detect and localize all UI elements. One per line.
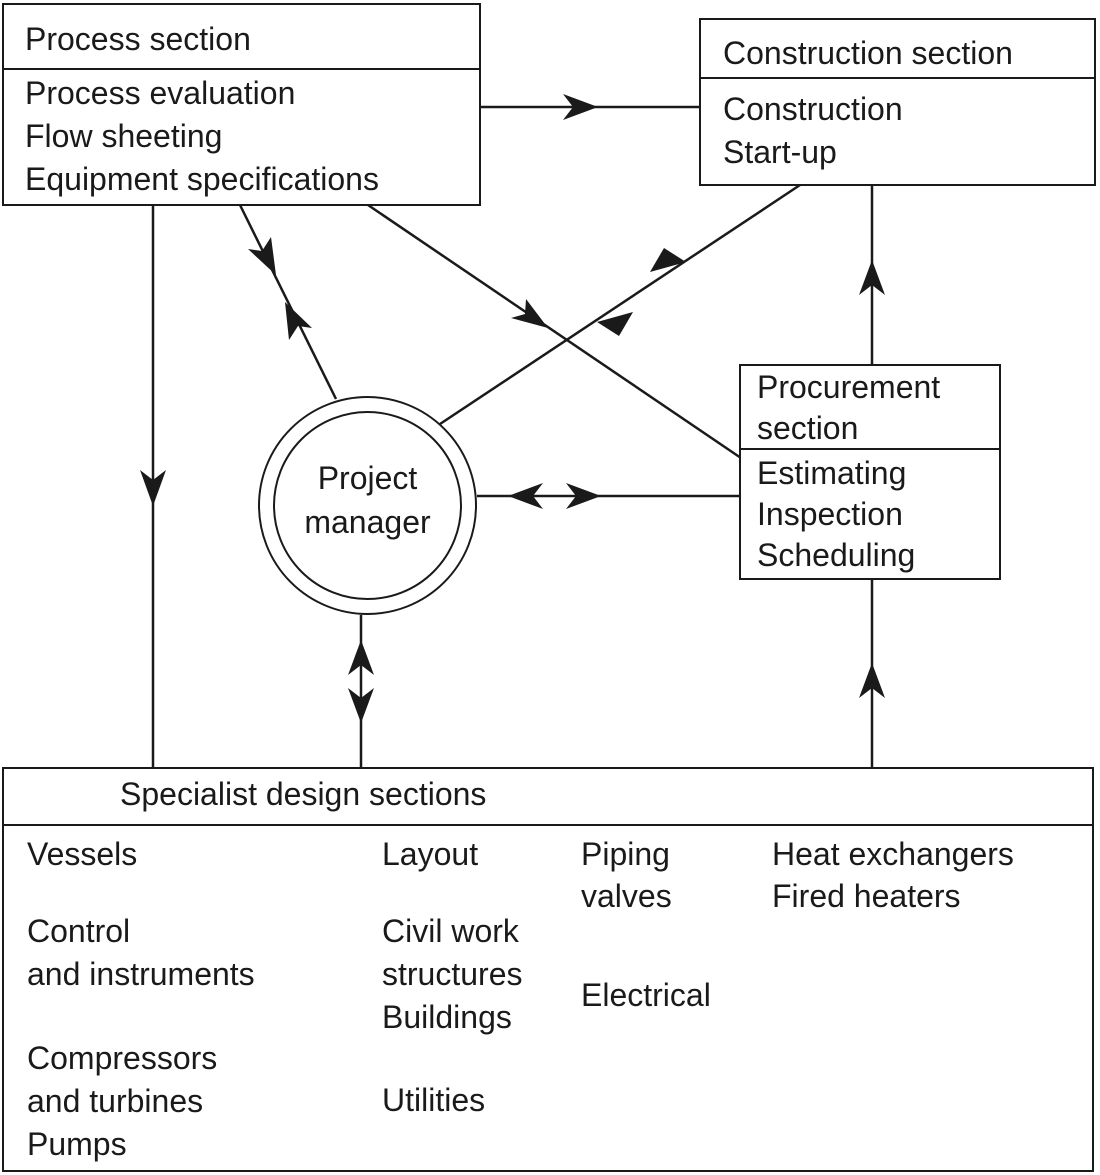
specialist-item: Civil work: [382, 913, 519, 949]
specialist-item: and turbines: [27, 1083, 204, 1119]
specialist-item: and instruments: [27, 956, 255, 992]
arrowhead-left-icon: [508, 483, 543, 509]
construction-section-header: Construction section: [701, 20, 1094, 79]
specialist-item: Piping: [581, 836, 670, 872]
arrowhead-down-left-icon: [597, 312, 633, 336]
arrowhead-up-icon: [348, 640, 374, 675]
procurement-section-title: Procurement: [757, 369, 941, 405]
specialist-item: valves: [581, 878, 672, 914]
specialist-design-title: Specialist design sections: [120, 776, 487, 812]
construction-item: Start-up: [723, 134, 837, 170]
arrowhead-up-left-icon: [285, 302, 312, 340]
specialist-item: Buildings: [382, 999, 512, 1035]
arrowhead-up-icon: [859, 260, 885, 295]
link-process-to-manager: [238, 204, 338, 400]
specialist-item: Layout: [382, 836, 479, 872]
specialist-item: Pumps: [27, 1126, 127, 1162]
arrowhead-right-icon: [566, 483, 601, 509]
construction-item: Construction: [723, 91, 903, 127]
arrowhead-up-icon: [859, 663, 885, 698]
arrowhead-down-icon: [348, 688, 374, 723]
specialist-item: Control: [27, 913, 131, 949]
construction-section-box: Construction section Construction Start-…: [699, 18, 1096, 186]
arrowhead-up-right-icon: [650, 248, 686, 272]
specialist-item: Vessels: [27, 836, 138, 872]
specialist-design-header: Specialist design sections: [4, 769, 1092, 826]
project-manager-inner-circle: Project manager: [273, 411, 462, 600]
specialist-item: Fired heaters: [772, 878, 961, 914]
process-section-title: Process section: [25, 21, 251, 57]
specialist-design-box: Specialist design sections Vessels Contr…: [2, 767, 1094, 1172]
process-section-box: Process section Process evaluation Flow …: [2, 3, 481, 206]
project-manager-label: Project: [317, 460, 418, 496]
procurement-section-title: section: [757, 410, 859, 446]
specialist-item: Heat exchangers: [772, 836, 1014, 872]
specialist-item: structures: [382, 956, 523, 992]
process-item: Process evaluation: [25, 75, 296, 111]
process-section-header: Process section: [4, 5, 479, 70]
arrowhead-down-right-icon: [248, 237, 276, 275]
specialist-item: Compressors: [27, 1040, 218, 1076]
arrowhead-right-icon: [563, 94, 598, 120]
procurement-section-box: Procurement section Estimating Inspectio…: [739, 364, 1001, 580]
arrowhead-down-icon: [140, 470, 166, 506]
construction-section-title: Construction section: [723, 35, 1013, 71]
procurement-item: Inspection: [757, 496, 903, 532]
process-item: Equipment specifications: [25, 161, 379, 197]
process-item: Flow sheeting: [25, 118, 223, 154]
link-process-to-procurement: [367, 203, 742, 460]
procurement-item: Scheduling: [757, 537, 916, 573]
specialist-item: Utilities: [382, 1082, 486, 1118]
procurement-section-header: Procurement section: [741, 366, 999, 450]
project-manager-label: manager: [304, 504, 431, 540]
link-construction-to-manager: [439, 183, 801, 426]
specialist-item: Electrical: [581, 977, 711, 1013]
procurement-item: Estimating: [757, 455, 907, 491]
arrowhead-down-right-icon: [511, 299, 548, 328]
